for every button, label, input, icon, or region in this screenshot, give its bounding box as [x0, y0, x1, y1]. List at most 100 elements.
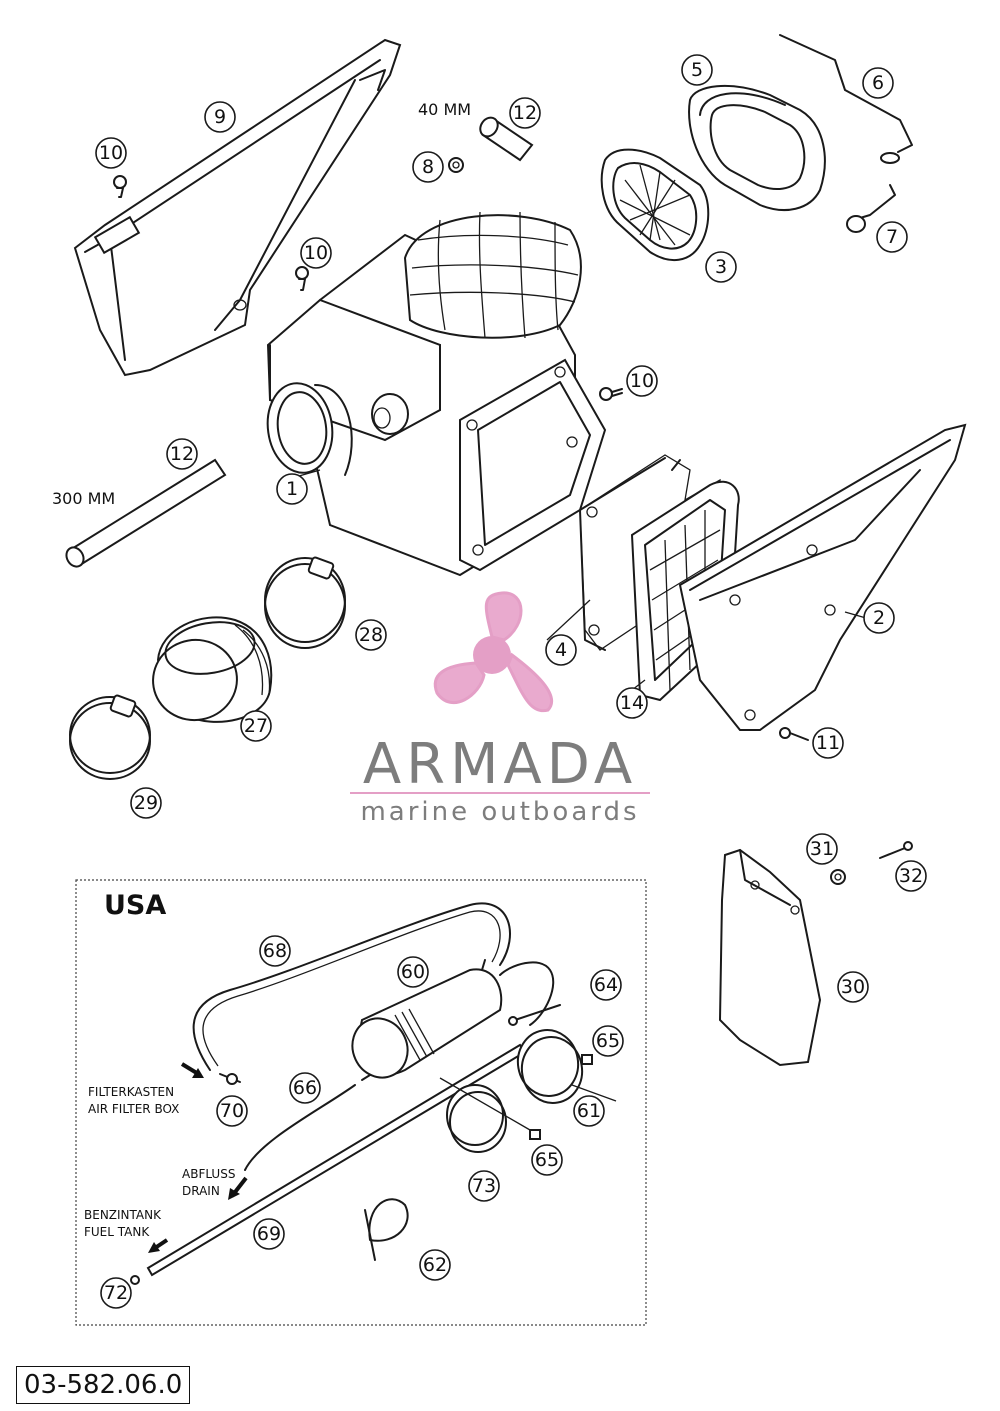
- svg-text:32: 32: [899, 865, 923, 887]
- svg-text:29: 29: [134, 792, 158, 814]
- svg-text:10: 10: [99, 142, 123, 164]
- svg-text:65: 65: [535, 1149, 559, 1171]
- svg-text:65: 65: [596, 1030, 620, 1052]
- svg-text:9: 9: [214, 106, 226, 128]
- svg-text:60: 60: [401, 961, 425, 983]
- screw-b: [295, 266, 309, 291]
- callout: 7: [876, 221, 908, 253]
- arrow-fuel-tank-icon: [148, 1238, 169, 1253]
- label-drain-en: DRAIN: [182, 1184, 220, 1198]
- svg-text:5: 5: [691, 59, 703, 81]
- airbox: [266, 211, 607, 577]
- callout: 12: [166, 438, 198, 470]
- filter-foam: [688, 84, 826, 211]
- callout: 29: [130, 787, 162, 819]
- label-air-filter-de: FILTERKASTEN: [88, 1085, 174, 1099]
- label-fuel-de: BENZINTANK: [84, 1208, 162, 1222]
- gasket: [579, 454, 721, 651]
- callout: 65: [531, 1144, 563, 1176]
- svg-text:31: 31: [810, 838, 834, 860]
- svg-text:4: 4: [555, 639, 567, 661]
- callout: 27: [240, 710, 272, 742]
- hose-short: [479, 116, 534, 162]
- svg-text:72: 72: [104, 1282, 128, 1304]
- callout: 62: [419, 1249, 451, 1281]
- callout: 68: [259, 935, 291, 967]
- svg-text:28: 28: [359, 624, 383, 646]
- callout: 3: [705, 251, 737, 283]
- mud-flap: [718, 848, 822, 1067]
- brand-name: ARMADA: [363, 732, 637, 797]
- callout: 65: [592, 1025, 624, 1057]
- note-40mm: 40 MM: [418, 100, 471, 119]
- callout: 1: [276, 473, 308, 505]
- hose-68: [192, 902, 511, 1071]
- callout: 70: [216, 1095, 248, 1127]
- left-side-cover: [73, 38, 402, 377]
- filter-cage: [600, 148, 710, 261]
- screw-a: [113, 175, 127, 198]
- callout: 8: [412, 151, 444, 183]
- armada-logo: ARMADA marine outboards: [350, 591, 650, 827]
- svg-text:2: 2: [873, 607, 885, 629]
- svg-text:30: 30: [841, 976, 865, 998]
- clamp-upper: [264, 556, 346, 649]
- screw-e: [879, 841, 913, 859]
- screw-c: [599, 387, 623, 401]
- arrow-air-filter-icon: [180, 1062, 204, 1078]
- svg-text:3: 3: [715, 256, 727, 278]
- brand-tagline: marine outboards: [360, 797, 639, 827]
- svg-text:10: 10: [630, 370, 654, 392]
- hose-top: [499, 961, 555, 1026]
- note-300mm: 300 MM: [52, 489, 115, 508]
- label-fuel-en: FUEL TANK: [84, 1225, 150, 1239]
- callout: 32: [895, 860, 927, 892]
- svg-text:8: 8: [422, 156, 434, 178]
- callout: 60: [397, 956, 429, 988]
- svg-text:11: 11: [816, 732, 840, 754]
- usa-inset-box: [75, 879, 647, 1326]
- wire-clip: [779, 34, 913, 164]
- callout: 2: [863, 602, 895, 634]
- svg-text:12: 12: [513, 102, 537, 124]
- clamp-73: [446, 1084, 507, 1153]
- svg-text:73: 73: [472, 1175, 496, 1197]
- svg-text:14: 14: [620, 692, 644, 714]
- propeller-icon: [433, 591, 554, 713]
- svg-text:7: 7: [886, 226, 898, 248]
- svg-text:10: 10: [304, 242, 328, 264]
- callout: 28: [355, 619, 387, 651]
- arrow-drain-icon: [228, 1176, 248, 1200]
- callout: 5: [681, 54, 713, 86]
- fitting-70: [219, 1073, 241, 1085]
- fitting-72: [130, 1275, 140, 1285]
- callout: 9: [204, 101, 236, 133]
- right-side-cover: [678, 423, 967, 731]
- svg-text:61: 61: [577, 1100, 601, 1122]
- callout: 12: [509, 97, 541, 129]
- usa-title: USA: [104, 890, 166, 921]
- clamp-61: [516, 1029, 584, 1104]
- callout: 4: [545, 634, 577, 666]
- svg-text:70: 70: [220, 1100, 244, 1122]
- callout: 64: [590, 969, 622, 1001]
- nut-65b: [529, 1129, 541, 1140]
- svg-text:66: 66: [293, 1077, 317, 1099]
- callout: 72: [100, 1277, 132, 1309]
- cable-tie: [364, 1198, 409, 1261]
- document-number: 03-582.06.0: [16, 1366, 191, 1404]
- clamp-lower: [69, 694, 151, 780]
- fuel-filter-canister: [351, 959, 503, 1081]
- screw-d: [779, 727, 809, 741]
- callout: 10: [95, 137, 127, 169]
- callout: 66: [289, 1072, 321, 1104]
- lock-pin: [846, 184, 896, 233]
- svg-text:27: 27: [244, 715, 268, 737]
- hose-66: [244, 1084, 356, 1171]
- svg-text:6: 6: [872, 72, 884, 94]
- callout: 30: [837, 971, 869, 1003]
- nut: [830, 869, 846, 885]
- callout: 11: [812, 727, 844, 759]
- hose-long: [65, 458, 227, 568]
